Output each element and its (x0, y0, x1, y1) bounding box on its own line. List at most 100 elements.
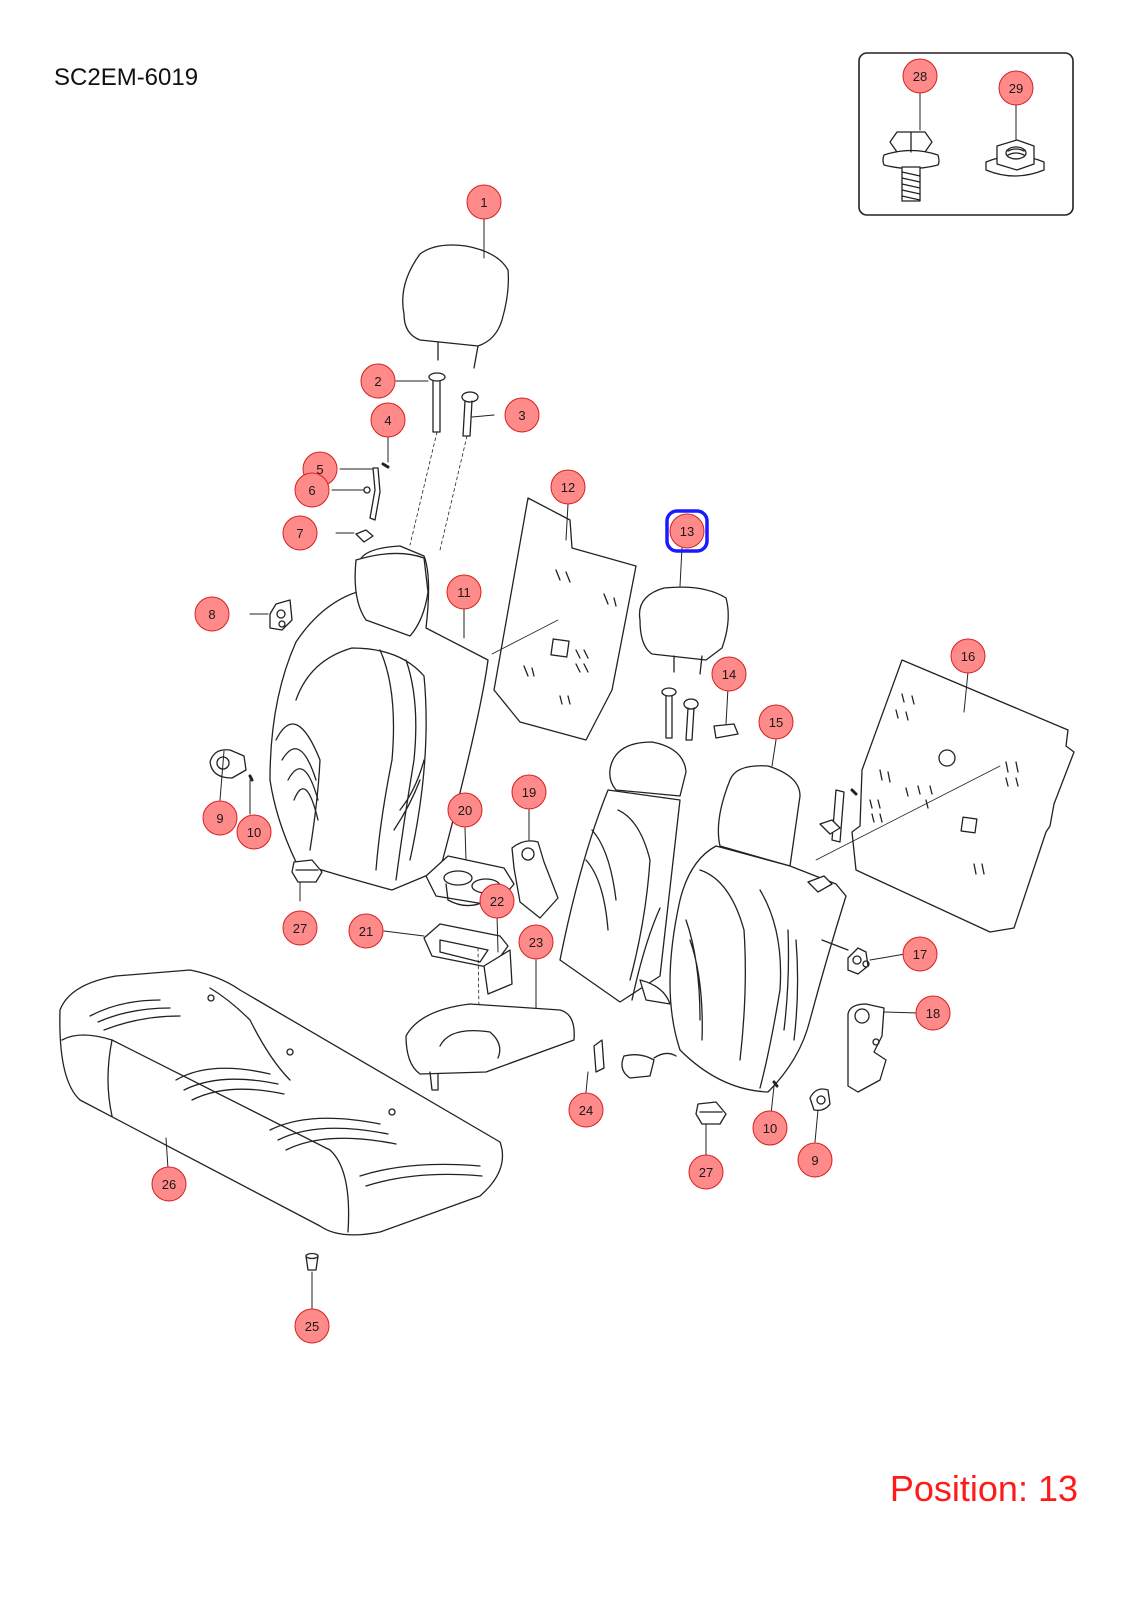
selected-highlight (665, 509, 709, 553)
callout-label: 16 (961, 649, 975, 664)
headrest-upper (402, 244, 510, 369)
callout-label: 23 (529, 935, 543, 950)
callout-label: 11 (457, 585, 471, 600)
callout-22[interactable]: 22 (479, 883, 515, 919)
callout-18[interactable]: 18 (915, 995, 951, 1031)
callout-label: 12 (561, 480, 575, 495)
callout-circle (348, 913, 384, 949)
bracket-left (209, 749, 247, 779)
callout-4[interactable]: 4 (370, 402, 406, 438)
callout-label: 22 (490, 894, 504, 909)
center-seat-back (559, 741, 687, 1003)
callout-circle (370, 402, 406, 438)
callout-layer: 1234567891011121314151617181920212223242… (151, 58, 1034, 1344)
callout-2[interactable]: 2 (360, 363, 396, 399)
callout-circle (758, 704, 794, 740)
callout-circle (446, 574, 482, 610)
callout-17[interactable]: 17 (902, 936, 938, 972)
callout-label: 3 (518, 408, 525, 423)
backrest-panel-center (493, 497, 637, 741)
callout-21[interactable]: 21 (348, 913, 384, 949)
callout-circle (294, 472, 330, 508)
callout-circle (550, 469, 586, 505)
callout-label: 28 (913, 69, 927, 84)
callout-29[interactable]: 29 (998, 70, 1034, 106)
left-seat-back (269, 545, 489, 891)
callout-circle (752, 1110, 788, 1146)
callout-10[interactable]: 10 (752, 1110, 788, 1146)
callout-circle (294, 1308, 330, 1344)
headrest-guide-left (428, 372, 446, 433)
headrest-lower-guides (661, 687, 699, 741)
hinge-right (847, 947, 870, 975)
callout-19[interactable]: 19 (511, 774, 547, 810)
right-seat-back (631, 765, 847, 1093)
callout-label: 29 (1009, 81, 1023, 96)
callout-8[interactable]: 8 (194, 596, 230, 632)
callout-circle (902, 58, 938, 94)
callout-23[interactable]: 23 (518, 924, 554, 960)
clip-left (291, 859, 323, 883)
seat-cushion (59, 969, 504, 1236)
callout-label: 25 (305, 1319, 319, 1334)
callout-circle (466, 184, 502, 220)
callout-circle (504, 397, 540, 433)
callout-label: 15 (769, 715, 783, 730)
armrest (405, 1003, 575, 1091)
headrest-lower (638, 586, 729, 675)
callout-24[interactable]: 24 (568, 1092, 604, 1128)
callout-circle (688, 1154, 724, 1190)
callout-28[interactable]: 28 (902, 58, 938, 94)
callout-label: 20 (458, 803, 472, 818)
position-label: Position: 13 (889, 1468, 1078, 1509)
callout-circle (202, 800, 238, 836)
callout-27[interactable]: 27 (688, 1154, 724, 1190)
callout-label: 9 (811, 1153, 818, 1168)
hinge-left (269, 599, 293, 631)
callout-circle (511, 774, 547, 810)
callout-circle (194, 596, 230, 632)
callout-label: 27 (293, 921, 307, 936)
callout-15[interactable]: 15 (758, 704, 794, 740)
callout-13[interactable]: 13 (665, 509, 709, 553)
callout-9[interactable]: 9 (797, 1142, 833, 1178)
callout-26[interactable]: 26 (151, 1166, 187, 1202)
callout-circle (797, 1142, 833, 1178)
armrest-bracket (511, 840, 559, 919)
callout-label: 7 (296, 526, 303, 541)
callout-circle (360, 363, 396, 399)
callout-27[interactable]: 27 (282, 910, 318, 946)
callout-25[interactable]: 25 (294, 1308, 330, 1344)
callout-circle (711, 656, 747, 692)
callout-16[interactable]: 16 (950, 638, 986, 674)
release-button (713, 723, 739, 739)
belt-buckle (593, 1039, 677, 1079)
callout-circle (568, 1092, 604, 1128)
diagram-code: SC2EM-6019 (54, 64, 199, 91)
callout-9[interactable]: 9 (202, 800, 238, 836)
callout-20[interactable]: 20 (447, 792, 483, 828)
callout-label: 6 (308, 483, 315, 498)
callout-label: 24 (579, 1103, 593, 1118)
callout-11[interactable]: 11 (446, 574, 482, 610)
callout-circle (669, 513, 705, 549)
callout-label: 27 (699, 1165, 713, 1180)
grommet (305, 1252, 319, 1271)
headrest-guide-right (461, 391, 479, 437)
callout-label: 21 (359, 924, 373, 939)
callout-label: 8 (208, 607, 215, 622)
cup-holder-frame (423, 923, 509, 969)
callout-12[interactable]: 12 (550, 469, 586, 505)
callout-14[interactable]: 14 (711, 656, 747, 692)
callout-label: 5 (316, 462, 323, 477)
callout-circle (902, 936, 938, 972)
callout-7[interactable]: 7 (282, 515, 318, 551)
hinge-bracket-right (847, 1003, 887, 1093)
callout-6[interactable]: 6 (294, 472, 330, 508)
callout-3[interactable]: 3 (504, 397, 540, 433)
clip-right (695, 1101, 727, 1125)
callout-10[interactable]: 10 (236, 814, 272, 850)
callout-circle (236, 814, 272, 850)
callout-1[interactable]: 1 (466, 184, 502, 220)
